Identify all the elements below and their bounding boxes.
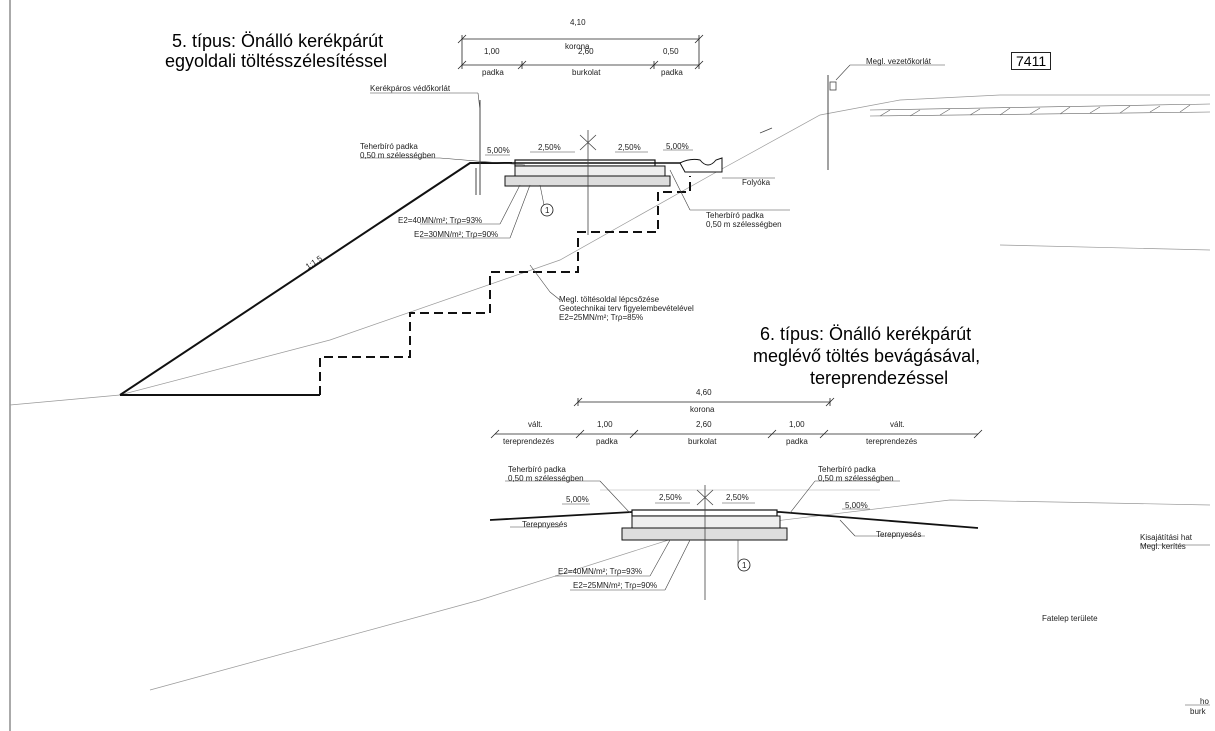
s5-slope-left: 5,00% (487, 146, 510, 155)
s5-steps-3: E2=25MN/m²; Trρ=85% (559, 313, 644, 322)
note-timber-yard: Fatelep területe (1042, 614, 1098, 623)
s5-label-existing-guardrail: Megl. vezetőkorlát (866, 57, 931, 66)
s5-title-line1: 5. típus: Önálló kerékpárút (172, 31, 384, 51)
s6-d4-label: padka (786, 437, 808, 446)
s5-bearing-left-1: Teherbíró padka (360, 142, 418, 151)
s5-label-gutter: Folyóka (742, 178, 771, 187)
s5-dim-right-label: padka (661, 68, 683, 77)
note-corner-2: burk (1190, 707, 1206, 716)
s5-marker-circle (540, 203, 554, 217)
s6-d2-val: 1,00 (597, 420, 613, 429)
s5-steps-2: Geotechnikai terv figyelembevételével (559, 304, 694, 313)
s6-dim-total-label: korona (690, 405, 715, 414)
s5-bearing-left-2: 0,50 m szélességben (360, 151, 436, 160)
s5-spec-2: E2=30MN/m²; Trρ=90% (414, 230, 499, 239)
s6-spec-2: E2=25MN/m²; Trρ=90% (573, 581, 658, 590)
s5-dim-total: 4,10 (570, 18, 586, 27)
s5-dimension-lines (457, 34, 704, 70)
note-corner-1: ho (1200, 697, 1209, 706)
s5-steps-1: Megl. töltésoldal lépcsőzése (559, 295, 660, 304)
s6-title-line1: 6. típus: Önálló kerékpárút (760, 324, 972, 344)
s6-cross-left: 2,50% (659, 493, 682, 502)
s6-title-line2: meglévő töltés bevágásával, (753, 346, 981, 366)
s6-marker-circle (737, 558, 751, 572)
s5-title-line2: egyoldali töltésszélesítéssel (165, 51, 388, 71)
s6-bearing-left-2: 0,50 m szélességben (508, 474, 584, 483)
s5-cross-right: 2,50% (618, 143, 641, 152)
note-expropriation-2: Megl. kerítés (1140, 542, 1186, 551)
s6-title-line3: tereprendezéssel (810, 368, 949, 388)
s6-terrain-right: Terepnyesés (876, 530, 922, 539)
s5-bearing-right-2: 0,50 m szélességben (706, 220, 782, 229)
s6-bearing-right-1: Teherbíró padka (818, 465, 876, 474)
note-expropriation-1: Kisajátítási hat (1140, 533, 1193, 542)
s6-spec-1: E2=40MN/m²; Trρ=93% (558, 567, 643, 576)
s6-slope-left: 5,00% (566, 495, 589, 504)
s5-slope-right: 5,00% (666, 142, 689, 151)
drawing-number: 7411 (1011, 52, 1052, 70)
s6-d4-val: 1,00 (789, 420, 805, 429)
s6-d1-label: tereprendezés (503, 437, 555, 446)
s6-cross-right: 2,50% (726, 493, 749, 502)
s6-bearing-right-2: 0,50 m szélességben (818, 474, 894, 483)
s5-marker: 1 (545, 206, 550, 215)
s5-dim-mid: 2,60 (578, 47, 594, 56)
s6-d2-label: padka (596, 437, 618, 446)
s5-label-guardrail: Kerékpáros védőkorlát (370, 84, 451, 93)
s5-dim-total-label: korona (565, 42, 590, 51)
s5-dim-left: 1,00 (484, 47, 500, 56)
s5-dim-mid-label: burkolat (572, 68, 601, 77)
s6-terrain-left: Terepnyesés (522, 520, 568, 529)
s6-d3-val: 2,60 (696, 420, 712, 429)
s5-bearing-right-1: Teherbíró padka (706, 211, 764, 220)
s5-dim-right: 0,50 (663, 47, 679, 56)
s6-d3-label: burkolat (688, 437, 717, 446)
s6-d1-val: vált. (528, 420, 543, 429)
s6-d5-val: vált. (890, 420, 905, 429)
s6-bearing-left-1: Teherbíró padka (508, 465, 566, 474)
s6-dim-total: 4,60 (696, 388, 712, 397)
s6-slope-right: 5,00% (845, 501, 868, 510)
s5-dim-left-label: padka (482, 68, 504, 77)
s5-cross-left: 2,50% (538, 143, 561, 152)
s6-marker: 1 (742, 561, 747, 570)
s6-d5-label: tereprendezés (866, 437, 918, 446)
s5-spec-1: E2=40MN/m²; Trρ=93% (398, 216, 483, 225)
